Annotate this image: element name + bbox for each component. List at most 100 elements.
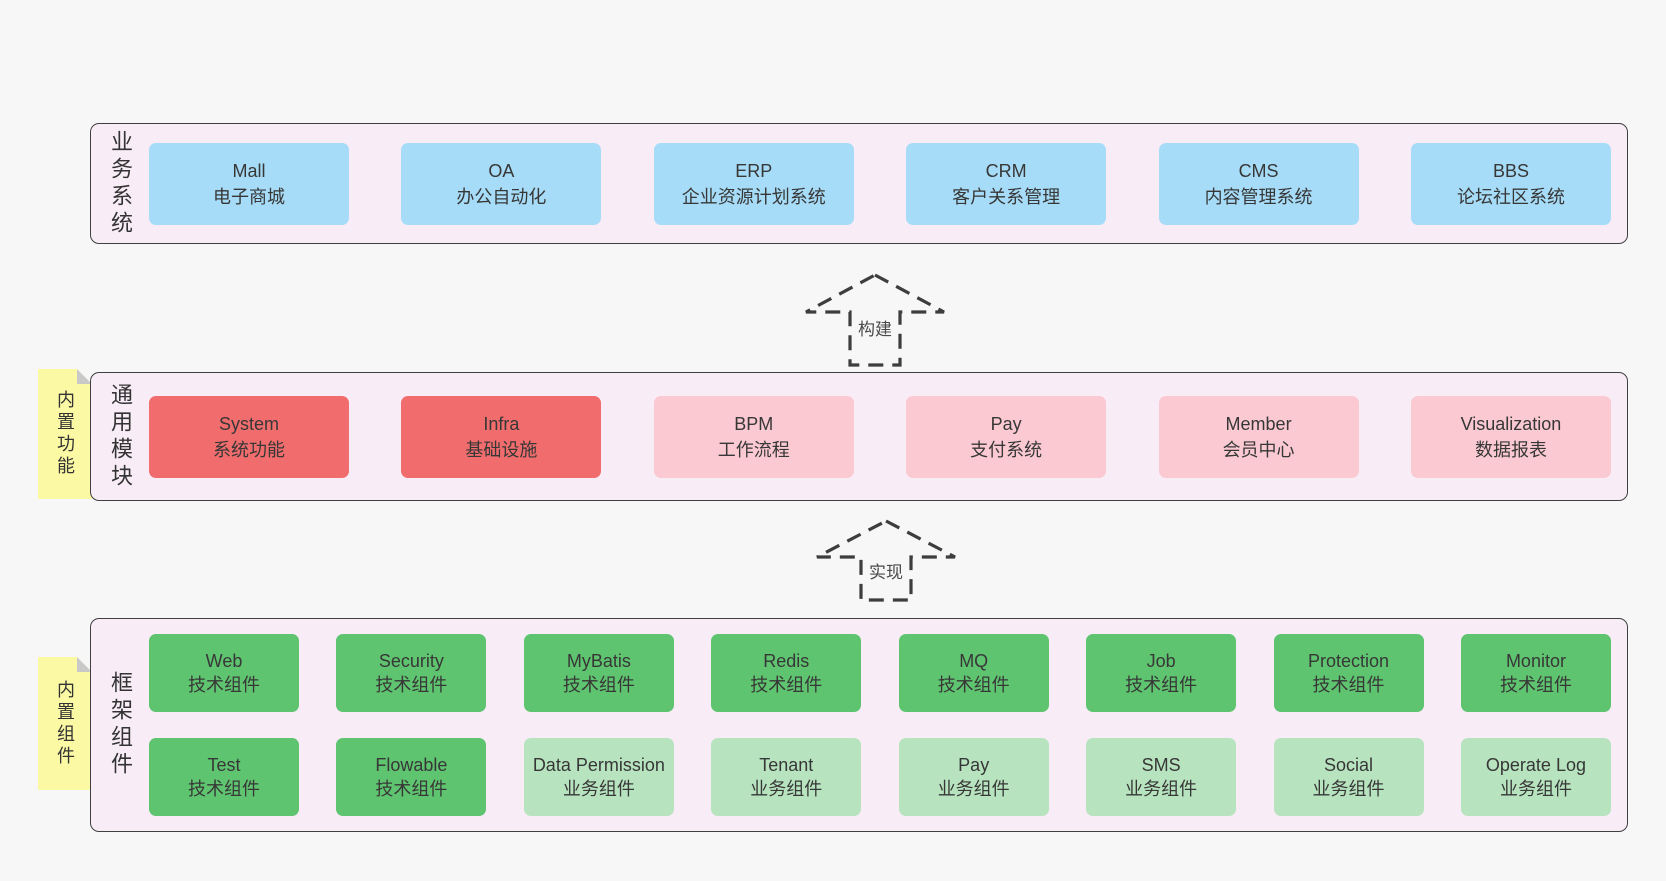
box-subtitle: 技术组件 [1312,675,1385,695]
box-title: Security [378,651,444,671]
box-subtitle: 技术组件 [375,675,448,695]
box-operate-log: Operate Log 业务组件 [1460,738,1611,816]
box-title: Web [205,651,243,671]
box-title: Protection [1308,651,1390,671]
box-social: Social 业务组件 [1273,738,1424,816]
box-subtitle: 技术组件 [750,675,823,695]
box-subtitle: 业务组件 [1312,779,1385,799]
box-subtitle: 技术组件 [937,675,1010,695]
box-oa: OA 办公自动化 [401,142,602,225]
box-tenant: Tenant 业务组件 [711,738,862,816]
box-title: OA [488,160,515,181]
box-subtitle: 业务组件 [562,779,635,799]
box-bpm: BPM 工作流程 [653,395,854,478]
box-subtitle: 客户关系管理 [952,186,1061,207]
box-title: BBS [1492,160,1529,181]
box-title: Pay [990,413,1022,434]
box-title: Operate Log [1485,755,1586,775]
box-subtitle: 企业资源计划系统 [681,186,826,207]
sticky-built-in-features: 内置功能 [38,369,92,499]
box-subtitle: 技术组件 [188,675,260,695]
band-framework-components: 框架组件 Web 技术组件 Security 技术组件 MyBatis 技术组件… [90,618,1628,832]
box-flowable: Flowable 技术组件 [336,738,487,816]
box-protection: Protection 技术组件 [1273,634,1424,712]
box-subtitle: 业务组件 [1499,779,1572,799]
box-subtitle: 支付系统 [970,439,1043,460]
box-title: SMS [1141,755,1181,775]
box-subtitle: 技术组件 [1125,675,1198,695]
box-mybatis: MyBatis 技术组件 [523,634,674,712]
box-subtitle: 基础设施 [465,439,538,460]
box-title: Tenant [759,755,814,775]
box-subtitle: 技术组件 [188,779,260,799]
box-visualization: Visualization 数据报表 [1410,395,1611,478]
box-title: MQ [959,651,989,671]
box-infra: Infra 基础设施 [401,395,602,478]
sticky-built-in-components: 内置组件 [38,657,92,790]
box-subtitle: 论坛社区系统 [1456,186,1565,207]
box-subtitle: 技术组件 [1499,675,1572,695]
box-data-permission: Data Permission 业务组件 [523,738,674,816]
box-test: Test 技术组件 [149,738,299,816]
box-pay-component: Pay 业务组件 [898,738,1049,816]
framework-row-1: Web 技术组件 Security 技术组件 MyBatis 技术组件 Redi… [149,634,1611,712]
box-bbs: BBS 论坛社区系统 [1410,142,1611,225]
band-business-systems: 业务系统 Mall 电子商城 OA 办公自动化 ERP 企业资源计划系统 CRM… [90,123,1628,244]
box-monitor: Monitor 技术组件 [1460,634,1611,712]
box-title: Member [1225,413,1292,434]
box-title: System [218,413,279,434]
box-mq: MQ 技术组件 [898,634,1049,712]
box-web: Web 技术组件 [149,634,299,712]
box-title: BPM [734,413,774,434]
box-subtitle: 业务组件 [750,779,823,799]
box-title: Monitor [1505,651,1566,671]
box-title: Data Permission [532,755,665,775]
box-cms: CMS 内容管理系统 [1158,142,1359,225]
arrow-implement-label: 实现 [866,558,906,583]
box-system: System 系统功能 [149,395,349,478]
box-mall: Mall 电子商城 [149,142,349,225]
box-title: Job [1146,651,1176,671]
box-subtitle: 系统功能 [213,439,285,460]
band-common-modules: 通用模块 System 系统功能 Infra 基础设施 BPM 工作流程 Pay… [90,372,1628,501]
box-erp: ERP 企业资源计划系统 [653,142,854,225]
box-subtitle: 业务组件 [1125,779,1198,799]
box-member: Member 会员中心 [1158,395,1359,478]
box-subtitle: 办公自动化 [456,186,547,207]
box-subtitle: 数据报表 [1474,439,1547,460]
box-title: Pay [958,755,990,775]
box-redis: Redis 技术组件 [711,634,862,712]
framework-row-2: Test 技术组件 Flowable 技术组件 Data Permission … [149,738,1611,816]
box-title: Visualization [1460,413,1562,434]
box-security: Security 技术组件 [336,634,487,712]
box-pay-module: Pay 支付系统 [906,395,1107,478]
box-title: Social [1324,755,1374,775]
box-title: CRM [985,160,1027,181]
box-subtitle: 内容管理系统 [1204,186,1313,207]
band-framework-content: Web 技术组件 Security 技术组件 MyBatis 技术组件 Redi… [149,619,1627,831]
box-title: CMS [1238,160,1279,181]
arrow-build: 构建 [803,272,947,368]
sticky-built-in-components-label: 内置组件 [55,679,75,768]
band-modules-content: System 系统功能 Infra 基础设施 BPM 工作流程 Pay 支付系统… [149,373,1627,500]
box-title: Infra [483,413,520,434]
arrow-implement: 实现 [814,518,958,603]
box-subtitle: 会员中心 [1222,439,1295,460]
band-business-content: Mall 电子商城 OA 办公自动化 ERP 企业资源计划系统 CRM 客户关系… [149,124,1627,243]
box-title: Mall [232,160,266,181]
box-subtitle: 技术组件 [562,675,635,695]
box-title: Test [207,755,241,775]
band-framework-label: 框架组件 [108,671,133,779]
box-crm: CRM 客户关系管理 [906,142,1107,225]
box-subtitle: 业务组件 [937,779,1010,799]
box-title: MyBatis [566,651,631,671]
box-title: ERP [735,160,773,181]
box-title: Redis [763,651,810,671]
box-title: Flowable [375,755,448,775]
band-modules-label: 通用模块 [108,382,133,491]
arrow-build-label: 构建 [855,315,895,340]
box-subtitle: 工作流程 [717,439,790,460]
band-business-label: 业务系统 [108,129,133,238]
box-subtitle: 电子商城 [213,186,285,207]
